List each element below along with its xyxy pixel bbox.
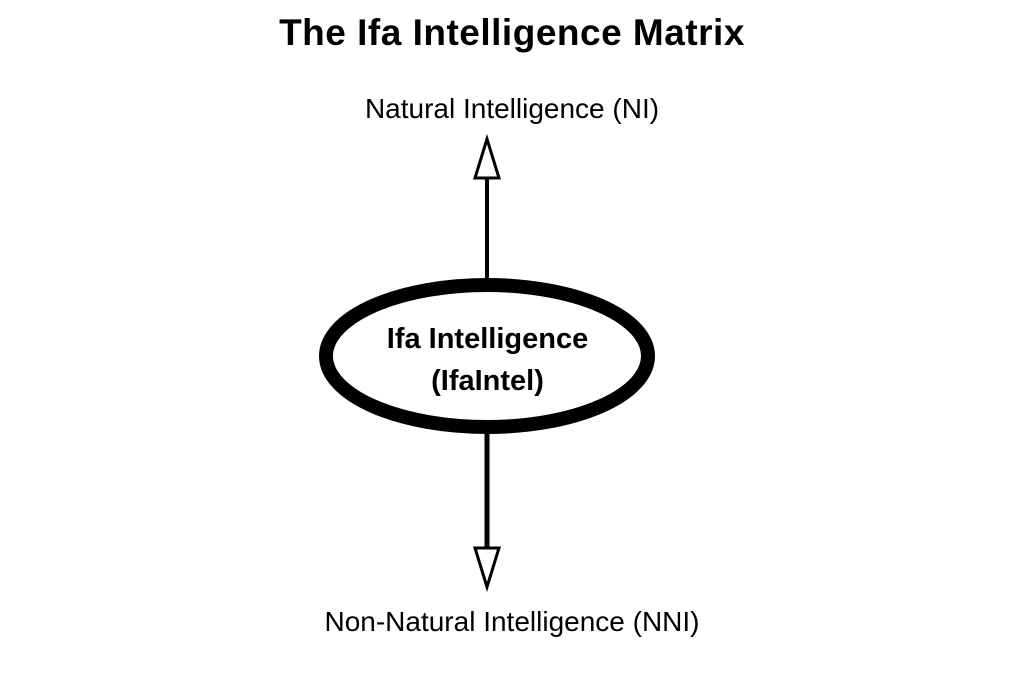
center-node-line2: (IfaIntel) [431, 365, 544, 398]
arrow-up-icon [472, 133, 502, 284]
diagram-title: The Ifa Intelligence Matrix [279, 12, 745, 53]
center-node-label: Ifa Intelligence (IfaIntel) [325, 318, 650, 402]
center-node-ellipse [319, 278, 655, 434]
center-node-line1: Ifa Intelligence [386, 323, 589, 355]
natural-intelligence-label: Natural Intelligence (NI) [364, 93, 660, 124]
non-natural-intelligence-label: Non-Natural Intelligence (NNI) [324, 606, 700, 637]
arrow-down-icon [472, 428, 502, 593]
